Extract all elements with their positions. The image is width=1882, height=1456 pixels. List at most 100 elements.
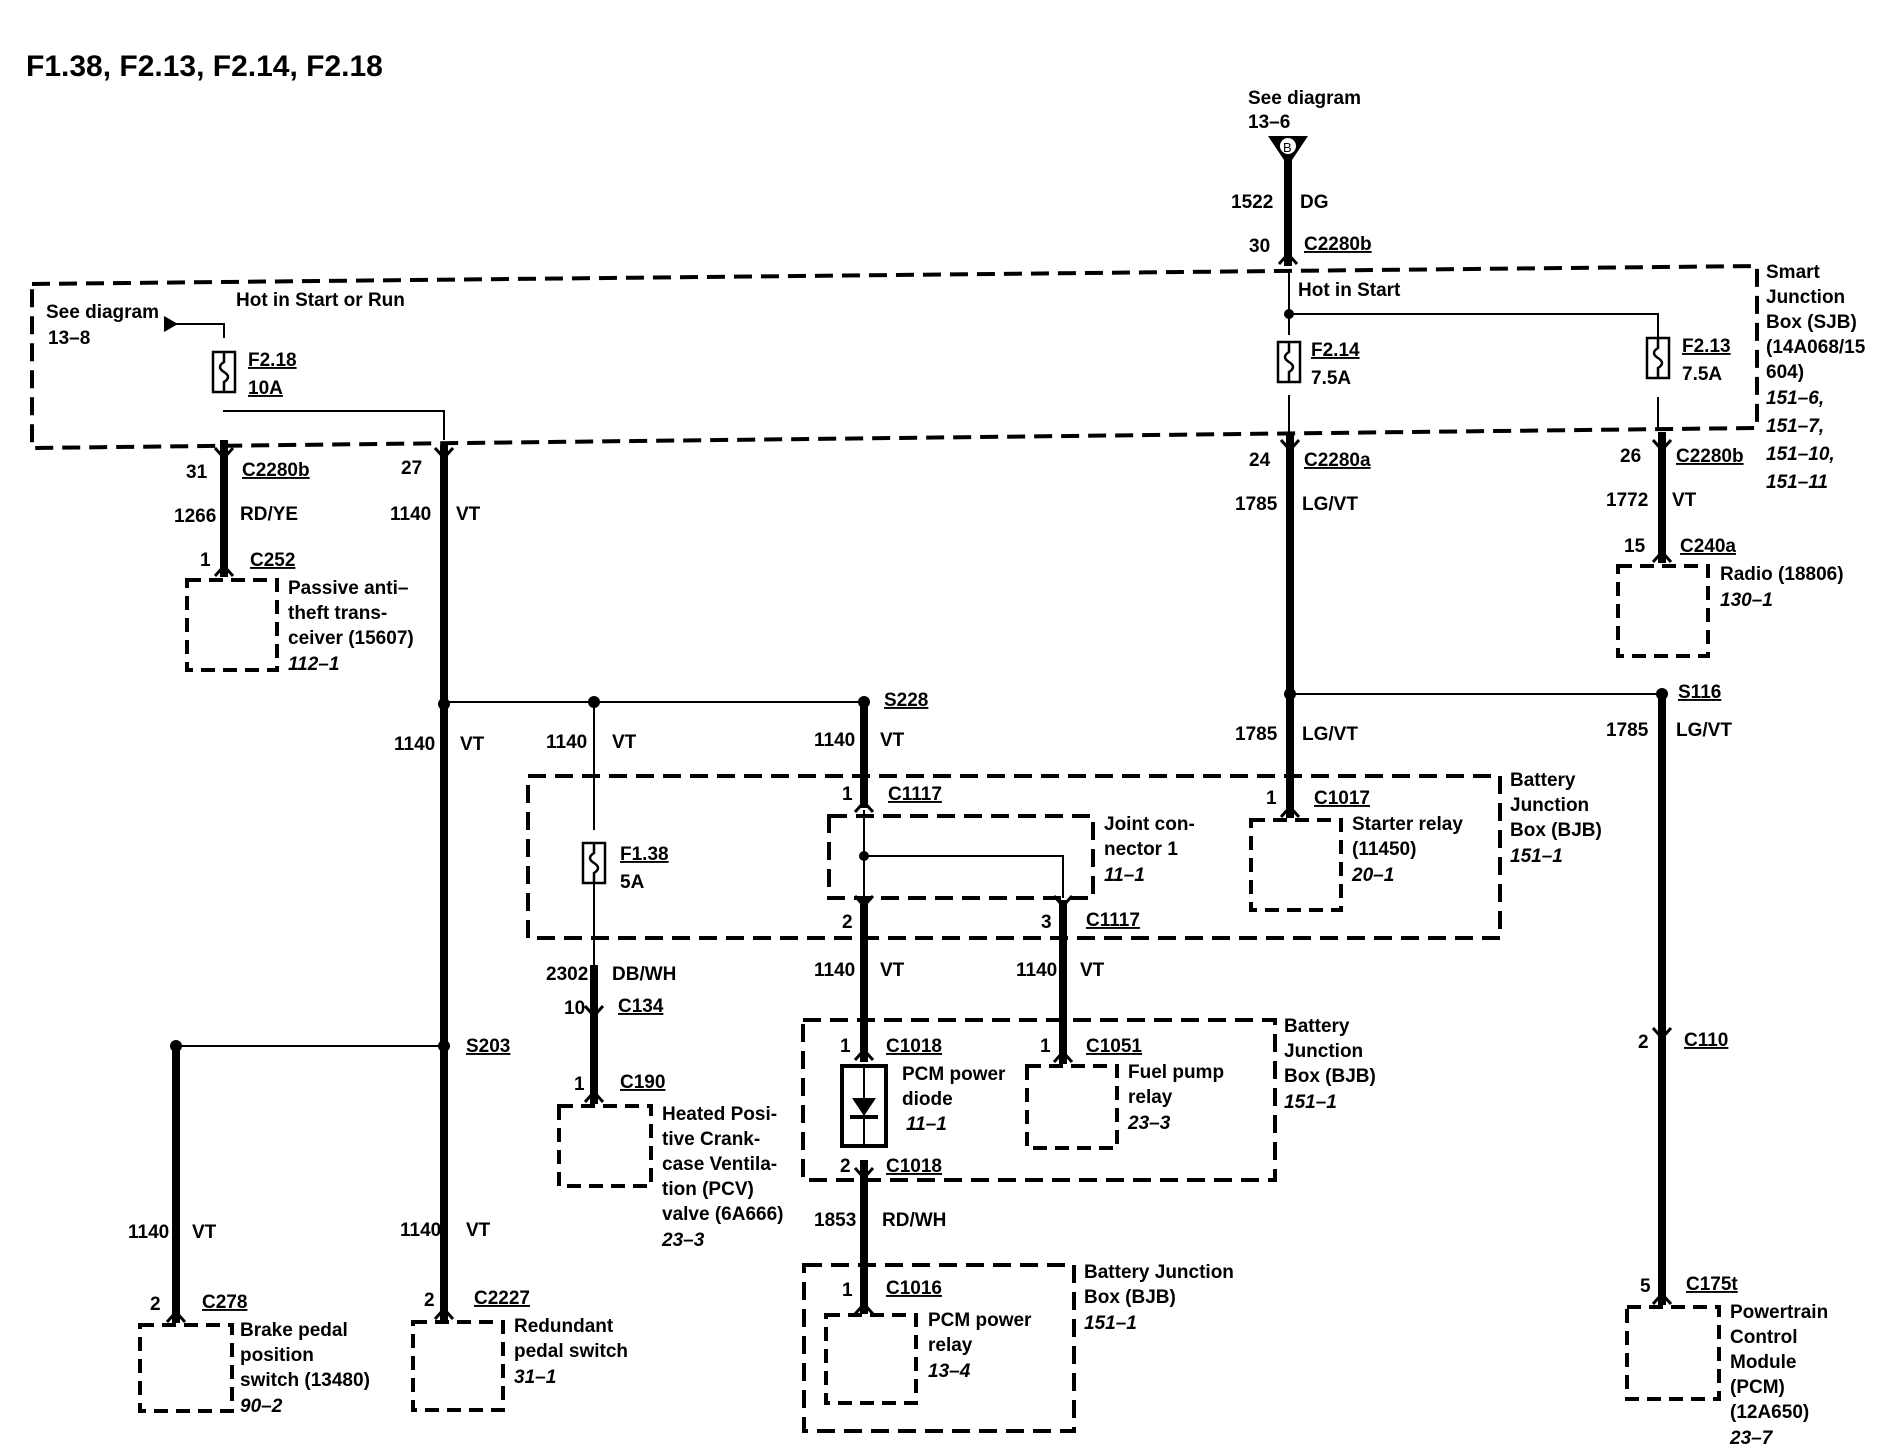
- fuse-f213-rating: 7.5A: [1682, 364, 1722, 385]
- svg-text:11–1: 11–1: [1104, 865, 1145, 886]
- pin-31: 31: [186, 462, 208, 483]
- svg-text:Box (SJB): Box (SJB): [1766, 312, 1857, 333]
- svg-text:position: position: [240, 1345, 314, 1366]
- fuel-pump-relay-label: Fuel pump relay 23–3: [1127, 1062, 1224, 1134]
- wire-1140-brake: 1140: [128, 1222, 169, 1243]
- svg-text:Passive anti–: Passive anti–: [288, 578, 408, 599]
- connector-c190: C190: [620, 1072, 665, 1093]
- splice-dots: [170, 309, 1668, 1052]
- starter-relay-box: [1249, 818, 1343, 912]
- see-diagram-13-8: See diagram: [46, 302, 159, 323]
- joint-connector-label: Joint con- nector 1 11–1: [1104, 814, 1195, 886]
- connector-c2280b-26: C2280b: [1676, 446, 1744, 467]
- svg-text:tive Crank-: tive Crank-: [662, 1129, 760, 1150]
- pcm-power-relay-box: [824, 1313, 918, 1405]
- connector-c252: C252: [250, 550, 295, 571]
- connector-c278: C278: [202, 1292, 247, 1313]
- wire-color-vt-fuelpump: VT: [1080, 960, 1105, 981]
- svg-text:112–1: 112–1: [288, 654, 339, 675]
- svg-text:Junction: Junction: [1766, 287, 1845, 308]
- svg-text:Battery: Battery: [1510, 770, 1576, 791]
- svg-text:151–1: 151–1: [1510, 846, 1563, 867]
- svg-text:13–4: 13–4: [928, 1361, 971, 1382]
- connector-c1017: C1017: [1314, 788, 1370, 809]
- fuse-f214-rating: 7.5A: [1311, 368, 1351, 389]
- svg-text:(PCM): (PCM): [1730, 1377, 1785, 1398]
- svg-text:ceiver (15607): ceiver (15607): [288, 628, 414, 649]
- thick-wires: [172, 150, 1666, 1323]
- splice-s228: S228: [884, 690, 928, 711]
- fuse-f138-rating: 5A: [620, 872, 645, 893]
- pin-24: 24: [1249, 450, 1271, 471]
- svg-text:151–11: 151–11: [1766, 472, 1828, 493]
- svg-text:case Ventila-: case Ventila-: [662, 1154, 777, 1175]
- wire-1853: 1853: [814, 1210, 856, 1231]
- svg-text:valve (6A666): valve (6A666): [662, 1204, 783, 1225]
- fuse-f138-name: F1.38: [620, 844, 669, 865]
- hot-in-start: Hot in Start: [1298, 280, 1401, 301]
- svg-text:Module: Module: [1730, 1352, 1797, 1373]
- pin-c1016: 1: [842, 1280, 853, 1301]
- wire-1140-s228: 1140: [814, 730, 855, 751]
- svg-text:diode: diode: [902, 1089, 953, 1110]
- svg-text:nector 1: nector 1: [1104, 839, 1178, 860]
- svg-text:Battery Junction: Battery Junction: [1084, 1262, 1234, 1283]
- wire-color-rdye: RD/YE: [240, 504, 298, 525]
- fuse-f218-name: F2.18: [248, 350, 297, 371]
- fuse-f138-icon: [581, 841, 607, 885]
- source-wire-color: DG: [1300, 192, 1329, 213]
- source-see-diagram: See diagram: [1248, 88, 1361, 109]
- pcm-module-label: Powertrain Control Module (PCM) (12A650)…: [1729, 1302, 1828, 1449]
- wire-1140-fuelpump: 1140: [1016, 960, 1057, 981]
- wire-color-rdwh: RD/WH: [882, 1210, 946, 1231]
- connector-c1018-bottom: C1018: [886, 1156, 942, 1177]
- brake-switch-label: Brake pedal position switch (13480) 90–2: [240, 1320, 370, 1417]
- connector-c110: C110: [1684, 1030, 1728, 1051]
- svg-text:(11450): (11450): [1352, 839, 1416, 860]
- wire-color-vt-s228: VT: [880, 730, 905, 751]
- redundant-switch-label: Redundant pedal switch 31–1: [514, 1316, 628, 1388]
- svg-text:11–1: 11–1: [906, 1114, 947, 1135]
- connector-c240a: C240a: [1680, 536, 1736, 557]
- radio-label: Radio (18806) 130–1: [1720, 564, 1844, 611]
- pin-c1017: 1: [1266, 788, 1277, 809]
- pin-26: 26: [1620, 446, 1641, 467]
- svg-text:Smart: Smart: [1766, 262, 1821, 283]
- wire-2302: 2302: [546, 964, 588, 985]
- source-wire-number: 1522: [1231, 192, 1273, 213]
- svg-text:151–10,: 151–10,: [1766, 444, 1835, 465]
- bjb-label-1: Battery Junction Box (BJB) 151–1: [1510, 770, 1602, 867]
- wire-1140-top: 1140: [390, 504, 431, 525]
- wire-color-vt-radio: VT: [1672, 490, 1697, 511]
- wire-color-lgvt-top: LG/VT: [1302, 494, 1358, 515]
- svg-text:Box (BJB): Box (BJB): [1284, 1066, 1376, 1087]
- wire-color-vt-diode: VT: [880, 960, 905, 981]
- svg-text:Junction: Junction: [1284, 1041, 1363, 1062]
- svg-text:151–1: 151–1: [1084, 1313, 1137, 1334]
- svg-text:Fuel pump: Fuel pump: [1128, 1062, 1224, 1083]
- wire-1785-starter: 1785: [1235, 724, 1278, 745]
- svg-text:604): 604): [1766, 362, 1804, 383]
- brake-switch-box: [138, 1323, 234, 1413]
- connector-c1016: C1016: [886, 1278, 942, 1299]
- fuse-f218-icon: [211, 350, 237, 394]
- svg-text:Box (BJB): Box (BJB): [1510, 820, 1602, 841]
- wire-color-lgvt-starter: LG/VT: [1302, 724, 1358, 745]
- pin-c2227: 2: [424, 1290, 435, 1311]
- svg-text:PCM power: PCM power: [928, 1310, 1032, 1331]
- pin-27: 27: [401, 458, 422, 479]
- pcv-valve-label: Heated Posi- tive Crank- case Ventila- t…: [661, 1104, 783, 1251]
- thin-wires: [176, 270, 1662, 1047]
- splice-s116: S116: [1678, 682, 1721, 703]
- radio-component-box: [1616, 564, 1710, 658]
- sjb-label: Smart Junction Box (SJB) (14A068/15 604)…: [1766, 262, 1866, 493]
- connector-c2280b-31: C2280b: [242, 460, 310, 481]
- hot-in-start-or-run: Hot in Start or Run: [236, 290, 405, 311]
- svg-text:Heated Posi-: Heated Posi-: [662, 1104, 777, 1125]
- pcm-power-relay-label: PCM power relay 13–4: [928, 1310, 1032, 1382]
- svg-text:151–1: 151–1: [1284, 1092, 1337, 1113]
- svg-text:151–6,: 151–6,: [1766, 388, 1824, 409]
- svg-text:relay: relay: [928, 1335, 973, 1356]
- wire-color-vt-pcv: VT: [612, 732, 637, 753]
